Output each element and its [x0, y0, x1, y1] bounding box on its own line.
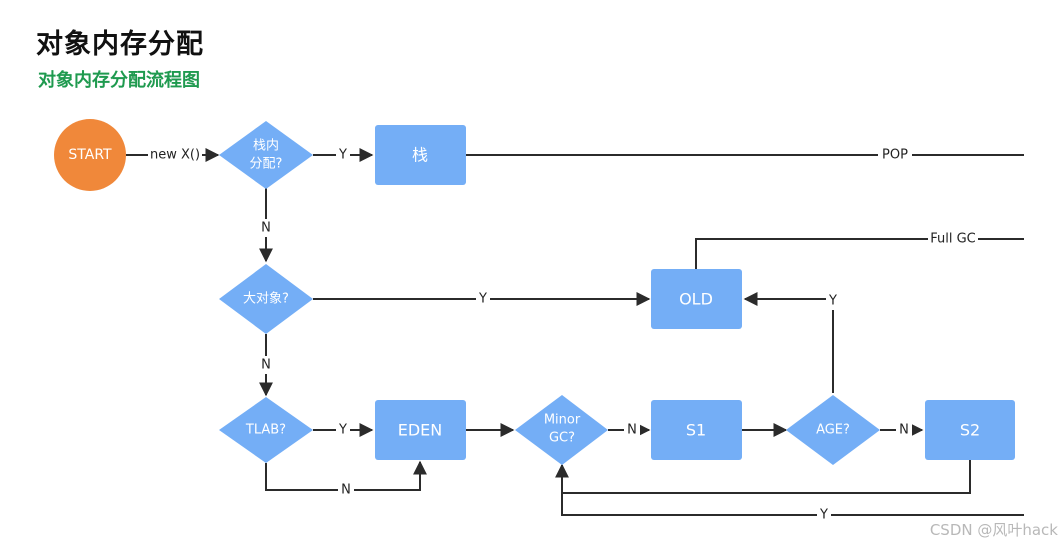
minor-gc-decision: Minor GC?	[515, 395, 608, 465]
edge-minorq-y-exit	[561, 493, 1024, 516]
edge-label-new-x: new X()	[150, 148, 200, 163]
edge-ageq-old	[743, 292, 834, 393]
watermark: CSDN @风叶hack	[929, 521, 1058, 539]
svg-text:OLD: OLD	[679, 290, 713, 309]
edge-label-minor-n: N	[627, 423, 637, 438]
svg-text:栈: 栈	[412, 146, 428, 165]
edge-label-s2-y: Y	[819, 508, 828, 523]
svg-text:大对象?: 大对象?	[243, 292, 289, 307]
s1-node: S1	[651, 400, 742, 460]
svg-text:栈内: 栈内	[253, 138, 279, 154]
stack-node: 栈	[375, 125, 466, 185]
edge-label-full-gc: Full GC	[930, 232, 976, 247]
edge-label-stack-y: Y	[338, 148, 347, 163]
edge-label-big-n: N	[261, 358, 271, 373]
page-title: 对象内存分配	[36, 29, 204, 60]
age-decision: AGE?	[786, 395, 880, 465]
edge-old-fullgc	[695, 238, 1024, 269]
svg-text:分配?: 分配?	[250, 157, 283, 172]
svg-text:TLAB?: TLAB?	[245, 423, 286, 438]
svg-text:Minor: Minor	[544, 413, 581, 428]
stack-alloc-decision: 栈内 分配?	[219, 121, 313, 189]
edge-label-pop: POP	[882, 148, 908, 163]
big-object-decision: 大对象?	[219, 264, 313, 334]
svg-text:S2: S2	[960, 421, 980, 440]
eden-node: EDEN	[375, 400, 466, 460]
start-node: START	[54, 119, 126, 191]
svg-text:EDEN: EDEN	[398, 421, 443, 440]
svg-text:START: START	[68, 147, 112, 163]
tlab-decision: TLAB?	[219, 397, 313, 463]
edge-label-age-n: N	[899, 423, 909, 438]
edge-label-age-y: Y	[828, 294, 837, 309]
edge-label-tlab-n: N	[341, 483, 351, 498]
svg-text:S1: S1	[686, 421, 706, 440]
edge-s2-minorq	[555, 460, 971, 494]
svg-text:AGE?: AGE?	[816, 423, 850, 438]
edge-label-big-y: Y	[478, 292, 487, 307]
old-node: OLD	[651, 269, 742, 329]
edge-label-tlab-y: Y	[338, 423, 347, 438]
s2-node: S2	[925, 400, 1015, 460]
page-subtitle: 对象内存分配流程图	[38, 70, 200, 91]
edge-label-stack-n: N	[261, 221, 271, 236]
svg-text:GC?: GC?	[549, 431, 575, 446]
